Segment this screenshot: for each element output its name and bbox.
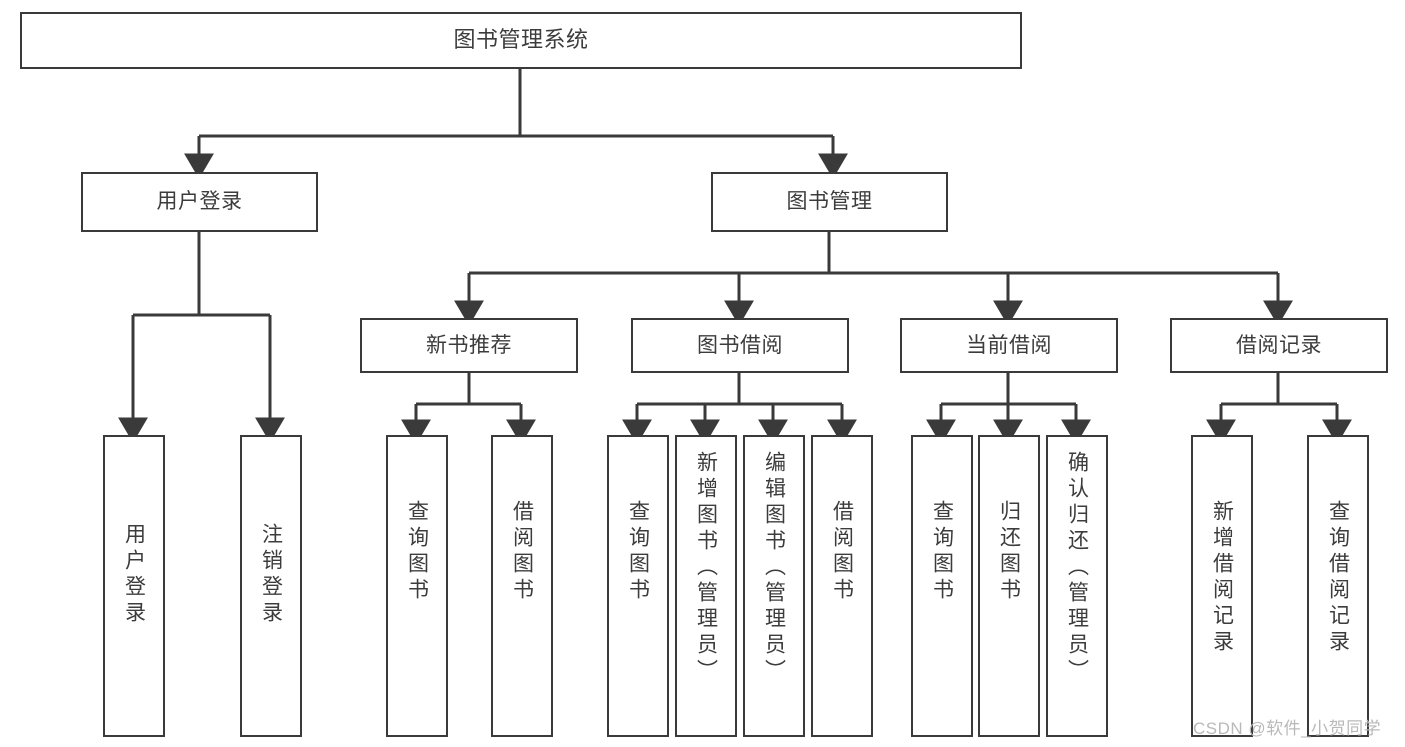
node-leaf-borrow-book-2[interactable]: 借阅图书 <box>811 435 873 737</box>
node-leaf-edit-book-admin[interactable]: 编辑图书（管理员） <box>743 435 805 737</box>
node-label: 查询图书 <box>405 500 429 604</box>
node-borrow-record[interactable]: 借阅记录 <box>1170 318 1388 373</box>
node-label: 确认归还（管理员） <box>1065 451 1089 685</box>
node-label: 借阅图书 <box>510 500 534 604</box>
node-user-login[interactable]: 用户登录 <box>81 172 318 232</box>
node-label: 查询图书 <box>626 500 650 604</box>
node-current-borrow[interactable]: 当前借阅 <box>900 318 1118 373</box>
node-label: 新书推荐 <box>426 333 512 357</box>
node-label: 图书借阅 <box>697 333 783 357</box>
node-label: 图书管理 <box>786 190 873 214</box>
node-leaf-query-book-3[interactable]: 查询图书 <box>911 435 973 737</box>
node-label: 查询图书 <box>930 500 954 604</box>
node-leaf-confirm-return-admin[interactable]: 确认归还（管理员） <box>1046 435 1108 737</box>
node-label: 图书管理系统 <box>453 27 589 53</box>
node-label: 用户登录 <box>122 523 146 627</box>
node-label: 查询借阅记录 <box>1326 500 1350 656</box>
node-label: 用户登录 <box>156 190 243 214</box>
node-leaf-user-login[interactable]: 用户登录 <box>103 435 165 737</box>
node-root-book-management-system[interactable]: 图书管理系统 <box>20 12 1022 69</box>
node-label: 新增图书（管理员） <box>694 451 718 685</box>
node-leaf-add-book-admin[interactable]: 新增图书（管理员） <box>675 435 737 737</box>
node-leaf-query-book-2[interactable]: 查询图书 <box>607 435 669 737</box>
node-leaf-user-logout[interactable]: 注销登录 <box>240 435 302 737</box>
node-label: 新增借阅记录 <box>1210 500 1234 656</box>
node-leaf-return-book[interactable]: 归还图书 <box>978 435 1040 737</box>
node-book-management[interactable]: 图书管理 <box>711 172 948 232</box>
node-leaf-add-borrow-record[interactable]: 新增借阅记录 <box>1191 435 1253 737</box>
node-leaf-borrow-book-1[interactable]: 借阅图书 <box>491 435 553 737</box>
node-leaf-query-book-1[interactable]: 查询图书 <box>386 435 448 737</box>
node-label: 借阅记录 <box>1236 333 1322 357</box>
watermark-text: CSDN @软件_小贺同学 <box>1193 719 1382 738</box>
node-book-borrow[interactable]: 图书借阅 <box>631 318 849 373</box>
node-label: 注销登录 <box>259 523 283 627</box>
node-label: 归还图书 <box>997 500 1021 604</box>
node-label: 借阅图书 <box>830 500 854 604</box>
node-leaf-query-borrow-record[interactable]: 查询借阅记录 <box>1307 435 1369 737</box>
node-label: 当前借阅 <box>966 333 1052 357</box>
node-label: 编辑图书（管理员） <box>762 451 786 685</box>
node-new-book-recommendation[interactable]: 新书推荐 <box>360 318 578 373</box>
